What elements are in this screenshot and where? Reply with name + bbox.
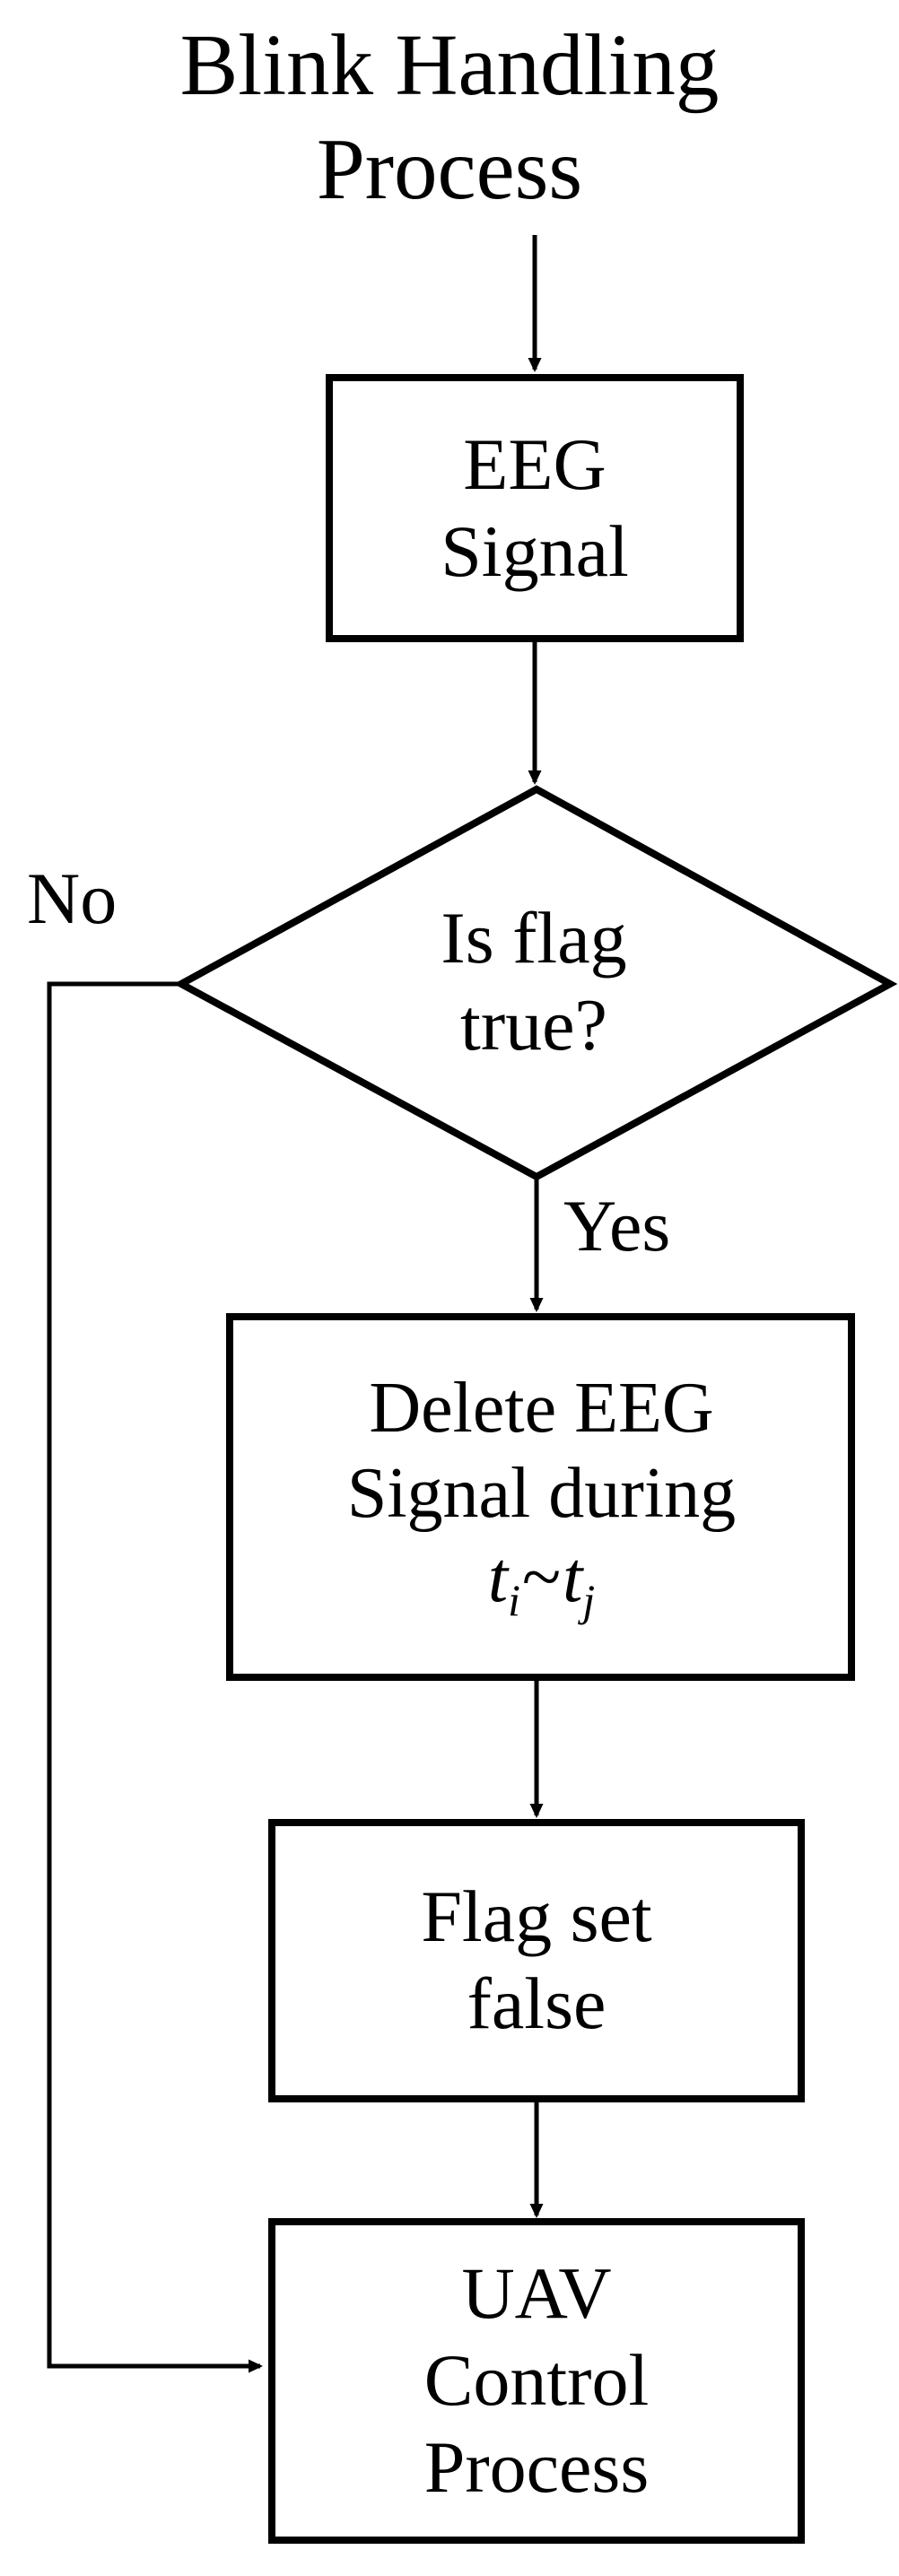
node-uav-control-box <box>268 2218 805 2544</box>
node-eeg-signal-box <box>326 374 744 642</box>
node-flag-set-false-box <box>268 1819 805 2102</box>
node-decision-diamond <box>173 785 898 1181</box>
node-delete-eeg-box <box>226 1313 855 1681</box>
connector-no-branch <box>47 981 263 2373</box>
